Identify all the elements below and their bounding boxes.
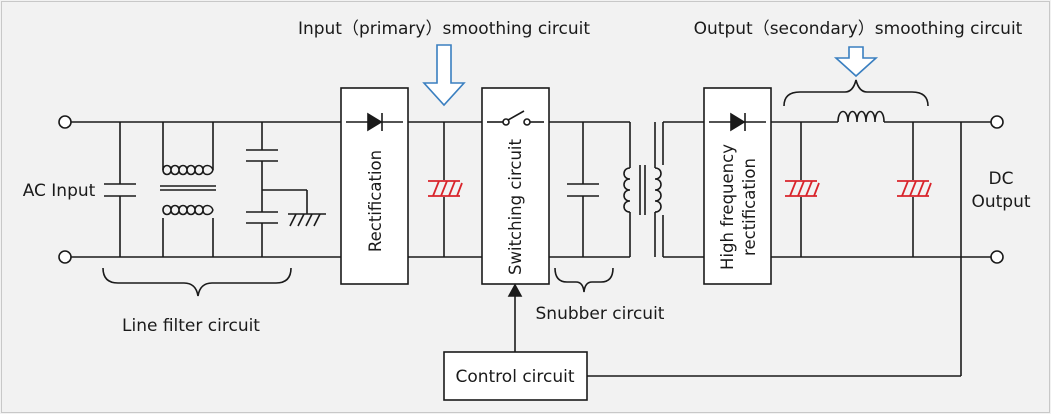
electrolytic-capacitor-icon [428,180,463,197]
brace-icon [102,267,292,297]
common-mode-choke-icon [160,122,216,257]
high-frequency-label-line1: High frequency [718,144,737,270]
rectification-label: Rectification [366,150,385,252]
ac-input-label: AC Input [23,181,96,201]
capacitor-icon [104,122,136,257]
brace-icon [554,267,614,293]
diode-icon [709,112,766,132]
diode-icon [346,112,403,132]
inductor-icon [837,110,885,123]
terminal-icon[interactable] [990,115,1004,129]
switching-circuit-block[interactable] [481,87,550,285]
high-frequency-label-line2: rectification [740,158,759,256]
terminal-icon[interactable] [58,115,72,129]
control-circuit-block[interactable] [443,351,588,401]
electrolytic-capacitor-icon [897,180,932,197]
control-arrow-icon [507,283,523,297]
ground-icon [262,189,326,227]
switching-circuit-label: Switching circuit [506,138,525,275]
down-arrow-icon [833,46,879,78]
capacitor-icon [246,211,278,257]
electrolytic-capacitor-icon [785,180,820,197]
terminal-icon[interactable] [990,250,1004,264]
dc-output-label-line1: DC [989,169,1014,189]
switch-icon [487,110,544,126]
feedback-line [587,122,962,377]
transformer-icon [623,122,664,257]
brace-icon [783,79,929,107]
output-smoothing-label: Output（secondary）smoothing circuit [694,19,1023,39]
down-arrow-icon [422,44,466,107]
capacitor-icon [246,122,278,212]
terminal-icon[interactable] [58,250,72,264]
capacitor-icon [567,122,599,257]
line-filter-label: Line filter circuit [122,316,260,336]
control-circuit-label: Control circuit [455,367,574,387]
dc-output-label-line2: Output [971,192,1030,212]
snubber-label: Snubber circuit [536,304,665,324]
input-smoothing-label: Input（primary）smoothing circuit [298,19,590,39]
